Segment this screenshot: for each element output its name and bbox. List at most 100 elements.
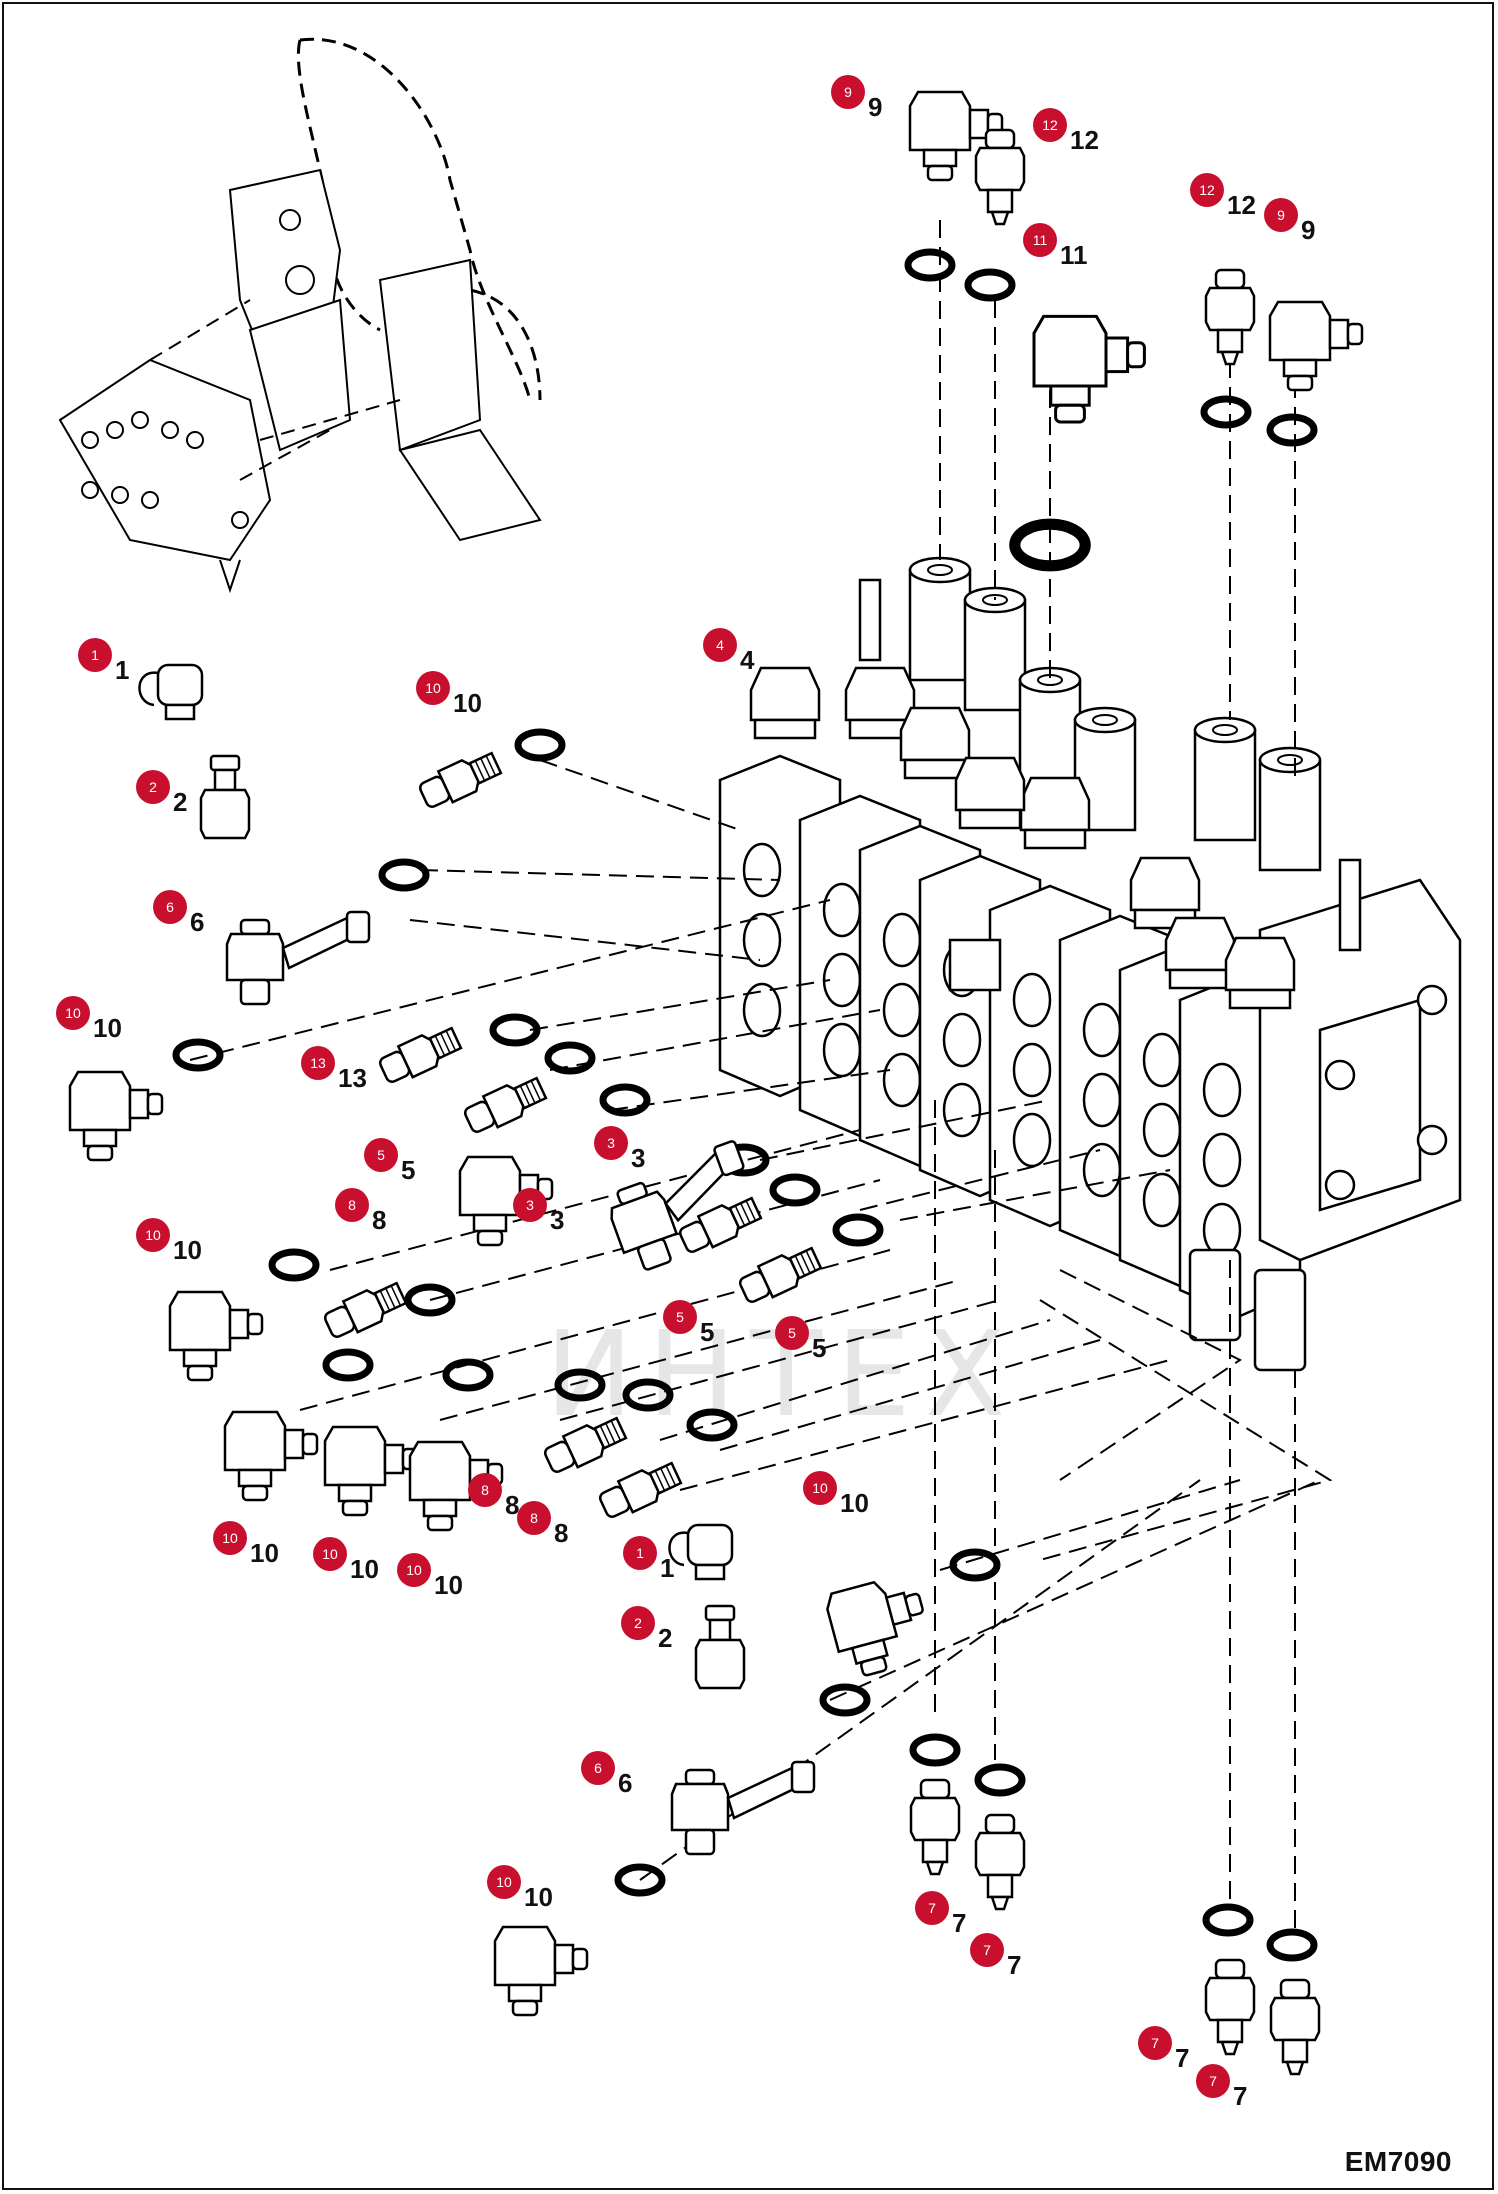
callout-11: 11 11 xyxy=(1023,223,1088,270)
callout-badge xyxy=(775,1316,809,1350)
callout-badge xyxy=(581,1751,615,1785)
location-inset xyxy=(58,37,542,594)
callout-badge-text: 6 xyxy=(166,899,174,915)
callout-number-text: 7 xyxy=(1233,2081,1247,2111)
callout-badge-text: 11 xyxy=(1033,232,1048,248)
callout-7: 77 xyxy=(915,1891,966,1938)
callout-number-text: 9 xyxy=(868,92,882,122)
callout-number-text: 5 xyxy=(401,1155,415,1185)
callout-badge-text: 5 xyxy=(676,1309,684,1325)
callout-2: 22 xyxy=(621,1606,672,1653)
callout-5: 55 xyxy=(775,1316,826,1363)
callout-number-text: 6 xyxy=(190,907,204,937)
callout-badge-text: 10 xyxy=(406,1562,422,1578)
callout-number-text: 1 xyxy=(660,1553,674,1583)
callout-badge-text: 1 xyxy=(636,1545,644,1561)
callout-badge xyxy=(663,1300,697,1334)
callout-number-text: 1 xyxy=(115,655,129,685)
callout-badge xyxy=(335,1188,369,1222)
callout-number-text: 5 xyxy=(812,1333,826,1363)
callout-number-text: 7 xyxy=(1175,2043,1189,2073)
callout-number-text: 10 xyxy=(524,1882,553,1912)
callout-8: 88 xyxy=(468,1473,519,1520)
callout-badge xyxy=(364,1138,398,1172)
callout-number-text: 12 xyxy=(1227,190,1256,220)
callout-8: 88 xyxy=(517,1501,568,1548)
callout-7: 77 xyxy=(1196,2064,1247,2111)
callout-badge xyxy=(594,1126,628,1160)
callout-1: 11 xyxy=(623,1536,674,1583)
callout-number-text: 10 xyxy=(173,1235,202,1265)
callout-10: 10 10 xyxy=(213,1521,279,1568)
callout-number-text: 7 xyxy=(1007,1950,1021,1980)
callout-badge xyxy=(621,1606,655,1640)
callout-badge xyxy=(970,1933,1004,1967)
callout-number-text: 10 xyxy=(250,1538,279,1568)
watermark-text: ИНТЕХ xyxy=(545,1305,1020,1443)
callout-badge xyxy=(213,1521,247,1555)
callout-2: 22 xyxy=(136,770,187,817)
callout-5: 55 xyxy=(364,1138,415,1185)
callout-number-text: 3 xyxy=(631,1143,645,1173)
callout-badge xyxy=(468,1473,502,1507)
callout-8: 88 xyxy=(335,1188,386,1235)
callout-badge-text: 5 xyxy=(377,1147,385,1163)
callout-number-text: 7 xyxy=(952,1908,966,1938)
callout-badge-text: 7 xyxy=(1151,2035,1159,2051)
callout-badge-text: 10 xyxy=(322,1546,338,1562)
callout-number-text: 10 xyxy=(434,1570,463,1600)
callout-badge-text: 10 xyxy=(425,680,441,696)
callout-badge-text: 2 xyxy=(149,779,157,795)
callout-number-text: 13 xyxy=(338,1063,367,1093)
callout-badge-text: 6 xyxy=(594,1760,602,1776)
callout-3: 33 xyxy=(513,1188,564,1235)
callout-4: 44 xyxy=(703,628,755,675)
callout-badge xyxy=(78,638,112,672)
callout-7: 77 xyxy=(1138,2026,1189,2073)
callout-number-text: 2 xyxy=(658,1623,672,1653)
callout-number-text: 5 xyxy=(700,1317,714,1347)
callout-number-text: 4 xyxy=(740,645,755,675)
callout-badge xyxy=(915,1891,949,1925)
callout-badge xyxy=(831,75,865,109)
callout-badge xyxy=(1138,2026,1172,2060)
callout-5: 55 xyxy=(663,1300,714,1347)
callout-number-text: 3 xyxy=(550,1205,564,1235)
callout-badge-text: 5 xyxy=(788,1325,796,1341)
callout-badge xyxy=(1264,198,1298,232)
callout-badge-text: 10 xyxy=(222,1530,238,1546)
callout-6: 66 xyxy=(581,1751,632,1798)
callout-badge-text: 8 xyxy=(481,1482,489,1498)
callout-badge xyxy=(416,671,450,705)
callout-badge xyxy=(517,1501,551,1535)
callout-number-text: 11 xyxy=(1060,240,1088,270)
callout-badge-text: 7 xyxy=(983,1942,991,1958)
callout-number-text: 9 xyxy=(1301,215,1315,245)
callout-badge xyxy=(56,996,90,1030)
callout-number-text: 10 xyxy=(93,1013,122,1043)
callout-number-text: 2 xyxy=(173,787,187,817)
callout-badge xyxy=(513,1188,547,1222)
callout-badge xyxy=(1023,223,1057,257)
callout-badge xyxy=(136,1218,170,1252)
callout-badge-text: 4 xyxy=(716,637,724,653)
callout-badge xyxy=(1196,2064,1230,2098)
callout-badge-text: 7 xyxy=(1209,2073,1217,2089)
main-valve-body xyxy=(718,556,1462,1372)
callout-badge-text: 2 xyxy=(634,1615,642,1631)
callout-9: 99 xyxy=(831,75,882,122)
callout-number-text: 12 xyxy=(1070,125,1099,155)
callout-badge-text: 8 xyxy=(530,1510,538,1526)
callout-badge-text: 3 xyxy=(607,1135,615,1151)
callout-number-text: 10 xyxy=(840,1488,869,1518)
callout-7: 77 xyxy=(970,1933,1021,1980)
